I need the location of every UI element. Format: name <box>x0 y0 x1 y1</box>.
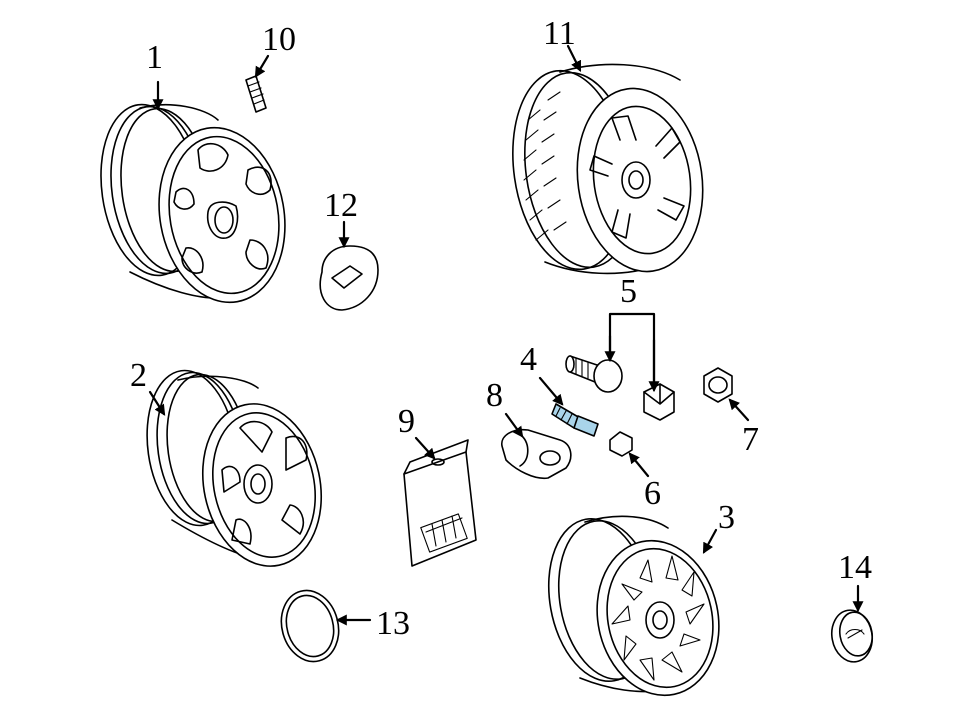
part-5-lug-nut[interactable] <box>643 383 675 421</box>
callout-5: 5 <box>620 273 637 310</box>
callout-10: 10 <box>262 21 296 58</box>
part-1-wheel[interactable] <box>90 98 298 312</box>
part-7-lug-nut[interactable] <box>703 367 733 403</box>
part-4-valve[interactable] <box>551 403 599 437</box>
part-10-valve-stem[interactable] <box>245 75 267 113</box>
callout-6: 6 <box>644 475 661 512</box>
part-9-package[interactable] <box>403 439 477 567</box>
part-3-wheel[interactable] <box>537 511 733 706</box>
part-13-ring[interactable] <box>274 584 347 668</box>
leader-lines <box>148 44 864 626</box>
callout-12: 12 <box>324 187 358 224</box>
callout-13: 13 <box>376 605 410 642</box>
part-12-center-cap[interactable] <box>319 245 379 311</box>
callout-4: 4 <box>520 341 537 378</box>
callout-14: 14 <box>838 549 872 586</box>
part-6-nut[interactable] <box>609 431 633 457</box>
part-2-wheel[interactable] <box>138 365 336 578</box>
callout-1: 1 <box>146 39 163 76</box>
callout-7: 7 <box>742 421 759 458</box>
part-11-tire-assembly[interactable] <box>501 63 715 280</box>
part-5-lug-bolt[interactable] <box>565 355 623 393</box>
callout-11: 11 <box>543 15 576 52</box>
part-8-sensor[interactable] <box>501 428 572 480</box>
callout-labels: 1 2 3 4 5 6 7 8 9 10 11 12 13 14 <box>130 15 872 642</box>
part-14-emblem-cap[interactable] <box>828 607 876 665</box>
callout-2: 2 <box>130 357 147 394</box>
callout-8: 8 <box>486 377 503 414</box>
callout-9: 9 <box>398 403 415 440</box>
callout-3: 3 <box>718 499 735 536</box>
